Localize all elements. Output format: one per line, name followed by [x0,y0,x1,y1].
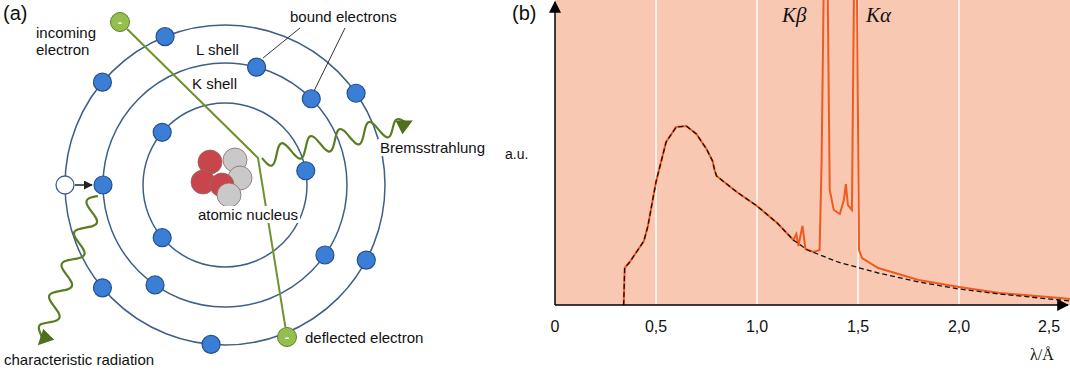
electron-shell [65,25,385,345]
tick-label: 1,0 [746,318,768,336]
bound-electron [93,73,111,91]
atom [56,25,385,353]
tick-label: 0 [551,318,560,336]
spectrum-line [624,0,1070,305]
electron-trajectory [127,29,285,327]
axis-label: λ/Å [1030,346,1054,364]
axis-label: a.u. [505,146,528,162]
free-electron: - [277,327,297,347]
radiation-label: Bremsstrahlung [378,139,487,156]
charge-sign: - [285,331,289,344]
bound-electron [347,84,365,102]
electron-shell [143,103,307,267]
characteristic-wave [39,196,98,343]
bound-electron [146,276,164,294]
grid-line [958,0,960,305]
nucleon [217,183,241,207]
shell-label: K shell [192,75,237,92]
leader-line [314,28,345,91]
tick-label: 1,5 [847,318,869,336]
nucleus-label: atomic nucleus [196,206,300,223]
bound-electron [94,176,112,194]
x-axis [555,304,1068,306]
spectrum [624,0,1070,305]
bound-electron [248,58,266,76]
bound-electron [93,279,111,297]
panel-label: (a) [3,2,27,25]
bound-electron [156,28,174,46]
electron-label: deflected electron [305,329,423,346]
grid-lines [656,0,959,305]
bound-electron [153,123,171,141]
panel-label: (b) [512,2,536,25]
line-label: Kβ [782,3,806,27]
bound-electron [297,162,315,180]
bound-electron [357,251,375,269]
line-label: Kα [866,3,891,27]
grid-line [756,0,758,305]
transition-arrow [75,184,92,186]
bound-electron [153,229,171,247]
electron-label: bound electrons [290,8,397,25]
bound-electron [202,335,220,353]
electron-hole [56,176,74,194]
continuum-line [624,126,1070,305]
shell-label: L shell [196,41,239,58]
grid-line [655,0,657,305]
tick-label: 2,5 [1038,318,1060,336]
electron-shell [103,63,347,307]
free-electron: - [110,12,130,32]
tick-label: 0,5 [645,318,667,336]
electron-label: incoming electron [36,24,110,59]
radiation-label: characteristic radiation [4,351,154,368]
bound-electron [302,90,320,108]
y-axis [554,2,556,305]
charge-sign: - [118,16,122,29]
bound-electron [316,246,334,264]
leader-line [263,28,300,58]
tick-label: 2,0 [948,318,970,336]
